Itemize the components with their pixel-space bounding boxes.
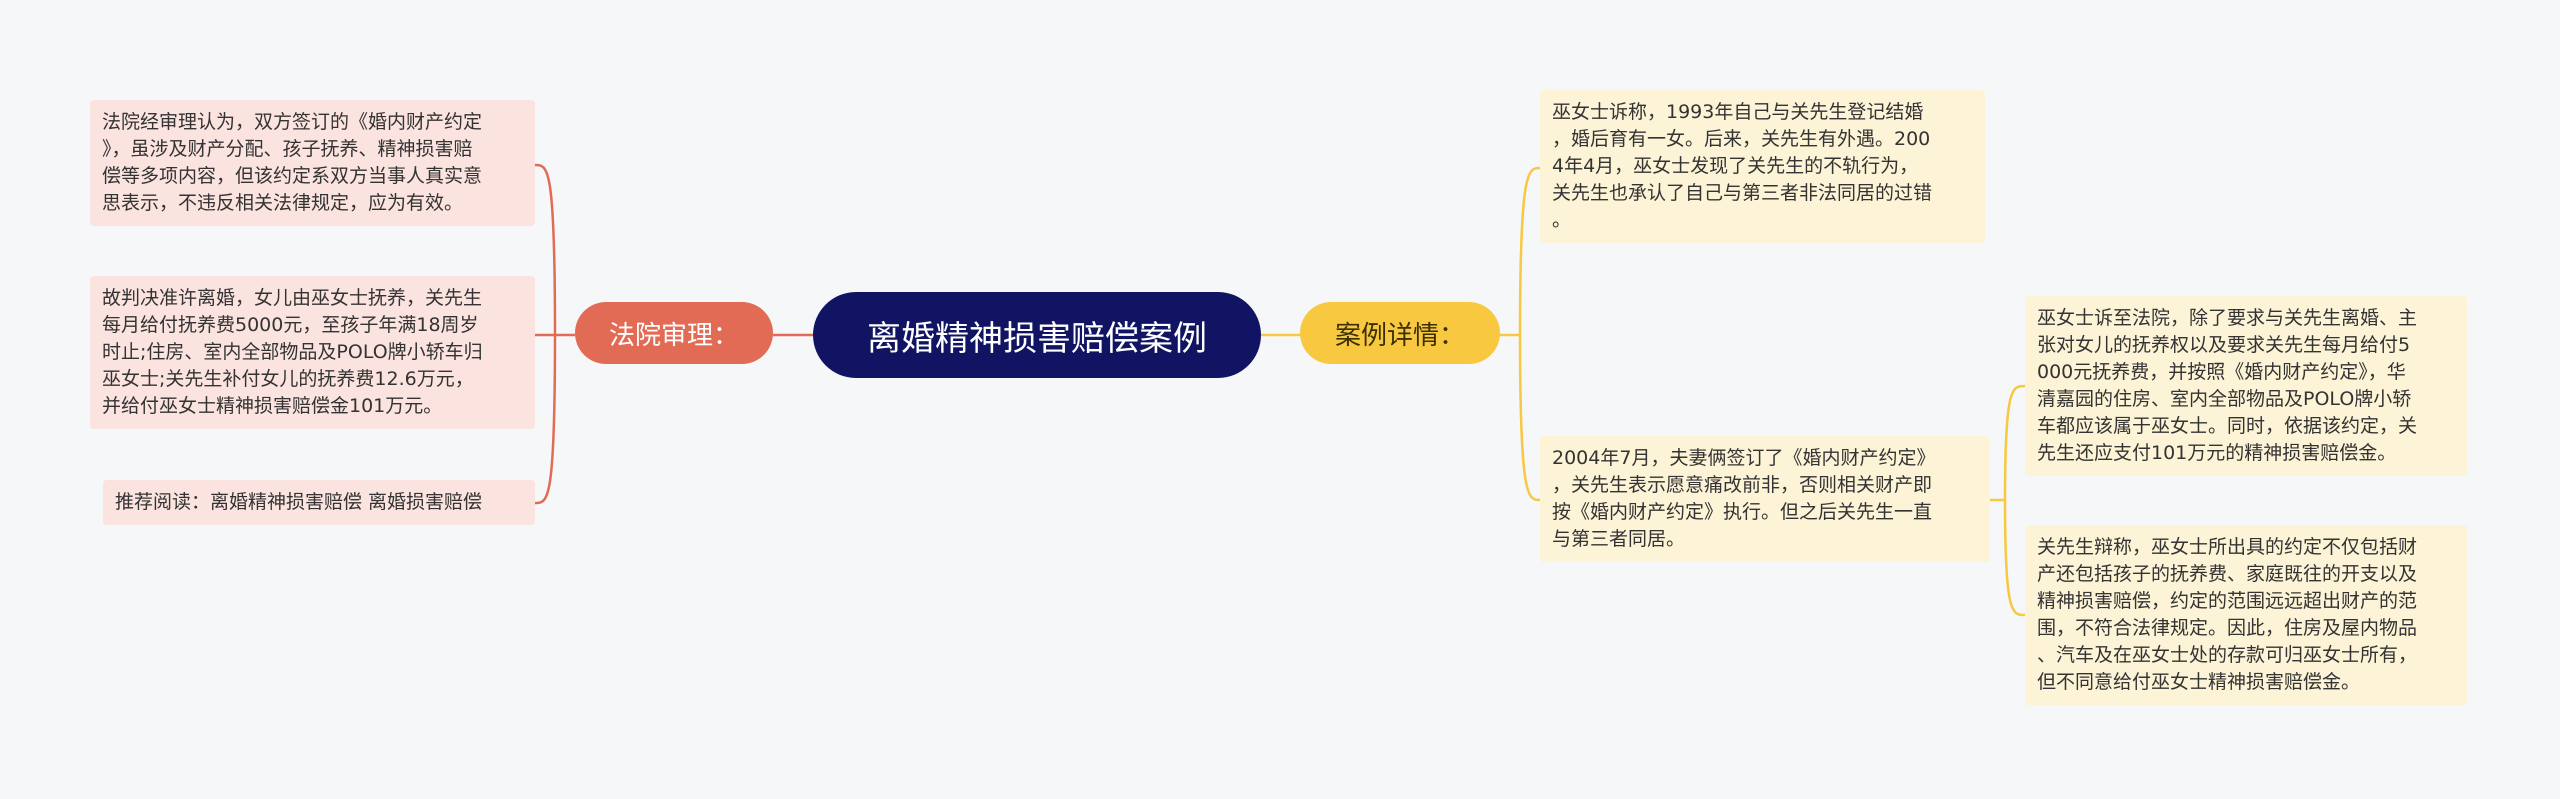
connector-sub-leaf-1	[1990, 384, 2026, 502]
leaf-court-judgment[interactable]: 故判决准许离婚，女儿由巫女士抚养，关先生 每月给付抚养费5000元，至孩子年满1…	[90, 276, 535, 429]
branch-court-review[interactable]: 法院审理：	[575, 302, 773, 364]
connector-left-leaf-3	[534, 334, 557, 505]
leaf-plaintiff-claim[interactable]: 巫女士诉称，1993年自己与关先生登记结婚 ，婚后育有一女。后来，关先生有外遇。…	[1540, 90, 1985, 243]
connector-sub-leaf-2	[2003, 499, 2026, 617]
leaf-lawsuit-demands[interactable]: 巫女士诉至法院，除了要求与关先生离婚、主 张对女儿的抚养权以及要求关先生每月给付…	[2025, 296, 2467, 476]
connector-left-leaf-1	[534, 163, 575, 337]
connector-right-leaf-2	[1518, 334, 1541, 502]
connector-right-leaf-1	[1500, 166, 1541, 337]
central-topic[interactable]: 离婚精神损害赔偿案例	[813, 292, 1261, 378]
leaf-court-opinion[interactable]: 法院经审理认为，双方签订的《婚内财产约定 》，虽涉及财产分配、孩子抚养、精神损害…	[90, 100, 535, 226]
branch-case-details[interactable]: 案例详情：	[1300, 302, 1500, 364]
leaf-property-agreement[interactable]: 2004年7月，夫妻俩签订了《婚内财产约定》 ，关先生表示愿意痛改前非，否则相关…	[1540, 436, 1990, 562]
leaf-recommended-reading[interactable]: 推荐阅读：离婚精神损害赔偿 离婚损害赔偿	[103, 480, 535, 525]
leaf-defense-argument[interactable]: 关先生辩称，巫女士所出具的约定不仅包括财 产还包括孩子的抚养费、家庭既往的开支以…	[2025, 525, 2467, 705]
